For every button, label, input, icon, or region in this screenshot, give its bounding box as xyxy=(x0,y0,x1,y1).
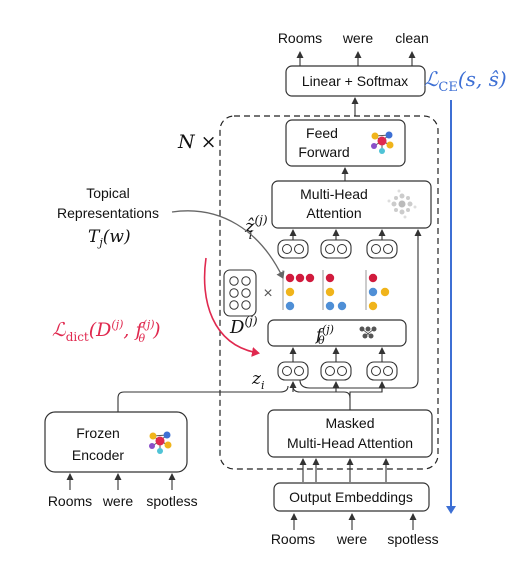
multi-head-label-1: Multi-Head xyxy=(300,186,368,202)
decoder-input-word-1: Rooms xyxy=(271,531,315,547)
z-hat-token-1 xyxy=(277,239,309,259)
masked-label-1: Masked xyxy=(325,415,374,431)
multi-head-label-2: Attention xyxy=(306,205,361,221)
feed-forward-label-1: Feed xyxy=(306,125,338,141)
z-hat-token-2 xyxy=(320,239,352,259)
frozen-label-1: Frozen xyxy=(76,425,120,441)
linear-softmax-label: Linear + Softmax xyxy=(302,73,408,89)
output-embeddings-label: Output Embeddings xyxy=(289,489,413,505)
topical-arrow xyxy=(171,210,285,279)
dictionary-atoms xyxy=(282,270,390,311)
output-word-1: Rooms xyxy=(278,30,322,46)
frozen-label-2: Encoder xyxy=(72,447,124,463)
topical-math: Tj(w) xyxy=(88,227,131,249)
output-embeddings-box xyxy=(273,482,430,512)
output-word-3: clean xyxy=(395,30,428,46)
masked-label-2: Multi-Head Attention xyxy=(287,435,413,451)
feed-forward-box xyxy=(285,119,406,167)
multi-head-attention-box xyxy=(271,180,432,229)
feed-forward-label-2: Forward xyxy=(298,144,349,160)
f-theta-box xyxy=(267,319,407,347)
encoder-input-word-1: Rooms xyxy=(48,493,92,509)
z-hat-token-3 xyxy=(366,239,398,259)
loss-ce-label: ℒCE(s, ŝ) xyxy=(424,67,507,95)
n-times-label: N × xyxy=(177,131,217,153)
z-token-3 xyxy=(366,361,398,381)
topical-label-2: Representations xyxy=(57,205,159,221)
frozen-encoder-box xyxy=(44,411,188,473)
z-token-2 xyxy=(320,361,352,381)
decoder-input-word-3: spotless xyxy=(387,531,438,547)
loss-dict-arrow xyxy=(203,257,260,357)
f-theta-label: f(j)θ xyxy=(315,323,334,347)
multiply-symbol: × xyxy=(263,285,272,302)
linear-softmax-box xyxy=(285,65,426,97)
encoder-input-word-2: were xyxy=(102,493,134,509)
encoder-connection xyxy=(117,385,289,412)
dictionary-matrix-icon xyxy=(223,269,257,317)
f-theta-icon xyxy=(359,326,377,339)
z-hat-label: ẑ(j)i xyxy=(244,213,268,242)
encoder-input-word-3: spotless xyxy=(146,493,197,509)
z-token-1 xyxy=(277,361,309,381)
d-j-label: D(j) xyxy=(229,314,258,338)
decoder-input-word-2: were xyxy=(336,531,368,547)
output-word-2: were xyxy=(342,30,374,46)
topical-label-1: Topical xyxy=(86,185,130,201)
decoder-block-region xyxy=(219,115,439,470)
loss-dict-label: ℒdict(D(j), f(j)θ) xyxy=(52,318,161,345)
z-i-label: zi xyxy=(251,369,265,392)
